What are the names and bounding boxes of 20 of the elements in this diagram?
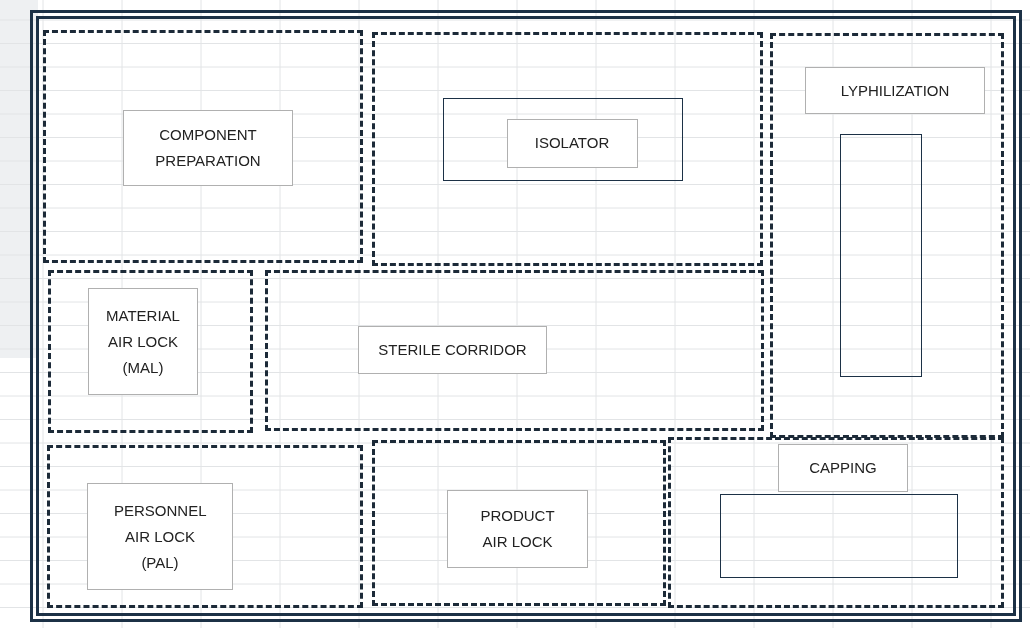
room-outline [47,445,363,608]
room-outline [372,440,666,606]
room-outline [43,30,363,263]
room-label: PRODUCT AIR LOCK [447,490,588,568]
room-label: PERSONNEL AIR LOCK (PAL) [87,483,233,590]
room-outline [770,33,1004,438]
equipment-outline [840,134,922,377]
room-label: MATERIAL AIR LOCK (MAL) [88,288,198,395]
equipment-outline [443,98,683,181]
room-outline [48,270,253,433]
room-label: ISOLATOR [506,118,638,168]
room-outline [265,270,764,431]
equipment-outline [720,494,958,578]
room-label: LYPHILIZATION [805,67,985,114]
room-label: COMPONENT PREPARATION [123,110,293,186]
room-label: STERILE CORRIDOR [358,326,547,374]
room-outline [668,437,1004,608]
room-label: CAPPING [778,444,908,492]
building-outline [30,10,1022,622]
room-outline [372,32,763,266]
